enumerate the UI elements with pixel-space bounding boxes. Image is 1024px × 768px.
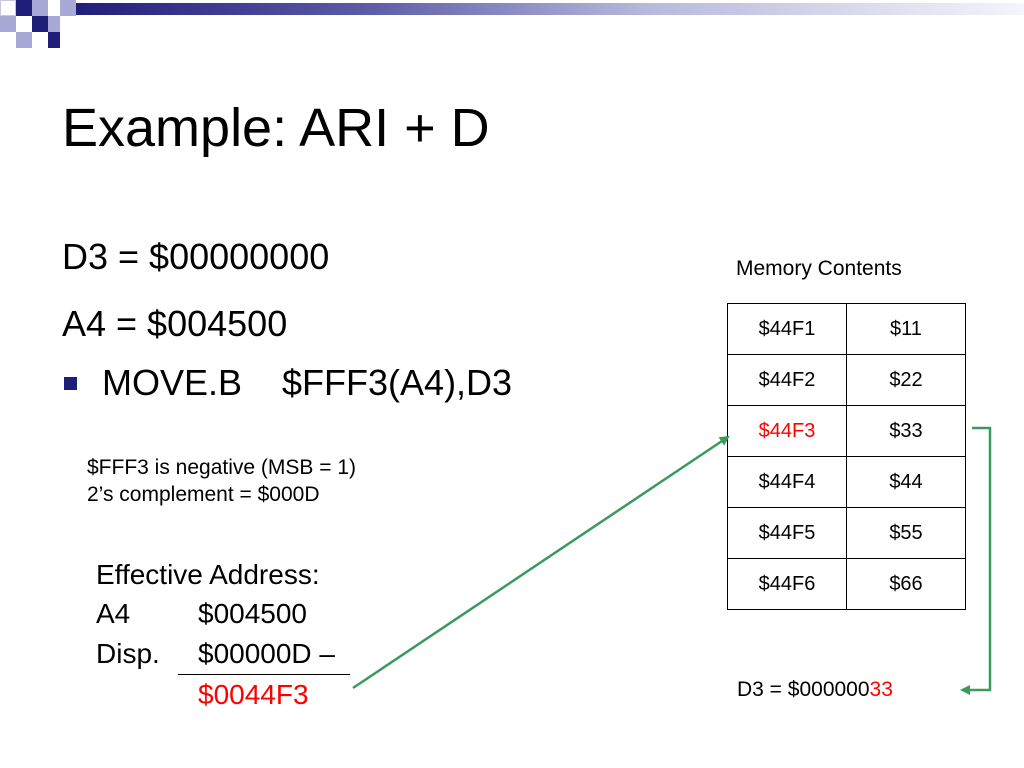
header-gradient-bar xyxy=(76,3,1024,15)
table-row: $44F3 $33 xyxy=(727,405,966,457)
memory-value: $33 xyxy=(846,405,966,457)
memory-address: $44F2 xyxy=(727,354,847,406)
ea-a4-label: A4 xyxy=(96,598,131,629)
ea-a4-value: $004500 xyxy=(198,598,308,629)
table-row: $44F6 $66 xyxy=(727,558,966,610)
table-row: $44F4 $44 xyxy=(727,456,966,508)
sum-underline xyxy=(178,674,350,675)
memory-address: $44F6 xyxy=(727,558,847,610)
memory-value: $22 xyxy=(846,354,966,406)
table-row: $44F2 $22 xyxy=(727,354,966,406)
d3-register-line: D3 = $00000000 xyxy=(62,236,330,277)
note-negative: $FFF3 is negative (MSB = 1) xyxy=(87,456,357,479)
memory-contents-title: Memory Contents xyxy=(736,257,902,280)
ea-disp-value: $00000D – xyxy=(198,638,336,669)
table-row: $44F1 $11 xyxy=(727,303,966,355)
table-row: $44F5 $55 xyxy=(727,507,966,559)
move-instruction: MOVE.B $FFF3(A4),D3 xyxy=(102,362,513,403)
note-complement: 2’s complement = $000D xyxy=(87,483,320,506)
d3-result: D3 = $00000033 xyxy=(737,677,893,703)
memory-address: $44F5 xyxy=(727,507,847,559)
d3-result-prefix: D3 = $000000 xyxy=(737,678,870,701)
memory-address: $44F4 xyxy=(727,456,847,508)
memory-value: $66 xyxy=(846,558,966,610)
ea-heading: Effective Address: xyxy=(96,559,320,590)
ea-result: $0044F3 xyxy=(198,679,309,710)
ea-to-memory-arrow xyxy=(352,435,730,690)
bullet-square-icon xyxy=(64,377,77,390)
ea-disp-label: Disp. xyxy=(96,638,160,669)
memory-to-d3-arrow xyxy=(960,426,992,695)
a4-register-line: A4 = $004500 xyxy=(62,303,288,344)
d3-result-highlight: 33 xyxy=(869,678,893,701)
memory-table: $44F1 $11 $44F2 $22 $44F3 $33 $44F4 $44 … xyxy=(727,303,966,610)
memory-address: $44F1 xyxy=(727,303,847,355)
slide-title: Example: ARI + D xyxy=(62,98,490,158)
